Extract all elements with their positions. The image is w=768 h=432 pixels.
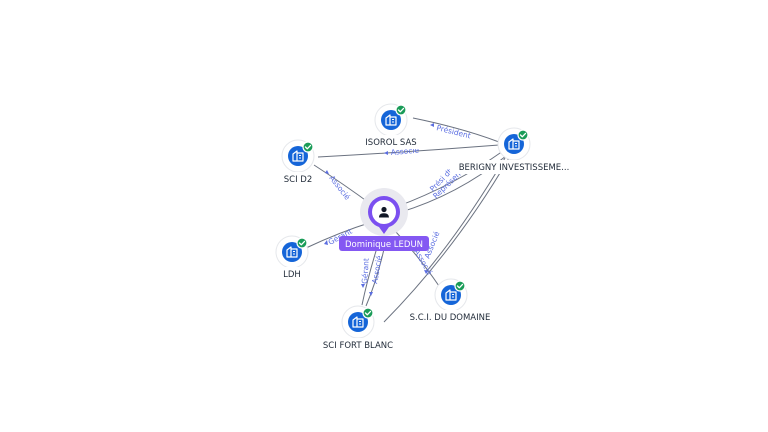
company-label: SCI FORT BLANC bbox=[323, 341, 393, 351]
check-icon bbox=[304, 144, 312, 150]
verified-badge bbox=[454, 280, 466, 292]
check-icon bbox=[364, 310, 372, 316]
arrow-icon bbox=[430, 123, 434, 127]
node-label-bg bbox=[314, 338, 402, 352]
relation-label: Président bbox=[436, 123, 472, 140]
arrow-icon bbox=[324, 240, 328, 245]
node-label-bg bbox=[450, 160, 578, 174]
arrow-icon bbox=[361, 284, 365, 288]
verified-badge bbox=[296, 237, 308, 249]
check-icon bbox=[519, 132, 527, 138]
company-node-berigny[interactable]: BERIGNY INVESTISSEME... bbox=[450, 127, 578, 174]
node-label-bg bbox=[278, 267, 306, 281]
company-label: BERIGNY INVESTISSEME... bbox=[459, 163, 570, 173]
relation-label: Associé bbox=[390, 146, 419, 157]
check-icon bbox=[456, 283, 464, 289]
person-name: Dominique LEDUN bbox=[345, 240, 423, 250]
company-node-ldh[interactable]: LDH bbox=[275, 235, 309, 281]
person-icon bbox=[379, 206, 389, 218]
company-node-scid2[interactable]: SCI D2 bbox=[278, 139, 318, 186]
node-label-bg bbox=[278, 172, 318, 186]
company-node-isorol[interactable]: ISOROL SAS bbox=[360, 103, 422, 149]
arrow-icon bbox=[369, 292, 373, 296]
edge-berigny-scid2[interactable] bbox=[317, 144, 500, 158]
arrow-icon bbox=[384, 151, 388, 155]
edge-berigny-isorol[interactable] bbox=[412, 117, 500, 143]
company-node-scidomaine[interactable]: S.C.I. DU DOMAINE bbox=[402, 278, 498, 324]
relation-label: Associé bbox=[370, 254, 384, 284]
company-node-scifort[interactable]: SCI FORT BLANC bbox=[314, 305, 402, 352]
company-label: ISOROL SAS bbox=[365, 138, 416, 148]
company-label: S.C.I. DU DOMAINE bbox=[410, 313, 491, 323]
arrow-icon bbox=[424, 270, 428, 274]
check-icon bbox=[298, 240, 306, 246]
verified-badge bbox=[517, 129, 529, 141]
person-node[interactable]: Dominique LEDUN bbox=[339, 188, 429, 251]
verified-badge bbox=[302, 141, 314, 153]
company-label: LDH bbox=[283, 270, 301, 280]
edge-person-berigny-president[interactable] bbox=[395, 150, 504, 208]
person-label-bg bbox=[339, 236, 429, 251]
node-label-bg bbox=[360, 135, 422, 149]
edge-berigny-scifort[interactable] bbox=[383, 157, 510, 323]
verified-badge bbox=[395, 104, 407, 116]
check-icon bbox=[397, 107, 405, 113]
verified-badge bbox=[362, 307, 374, 319]
company-label: SCI D2 bbox=[284, 175, 313, 185]
relation-label: Gérant bbox=[360, 258, 371, 284]
node-label-bg bbox=[402, 310, 498, 324]
arrow-icon bbox=[325, 170, 329, 174]
